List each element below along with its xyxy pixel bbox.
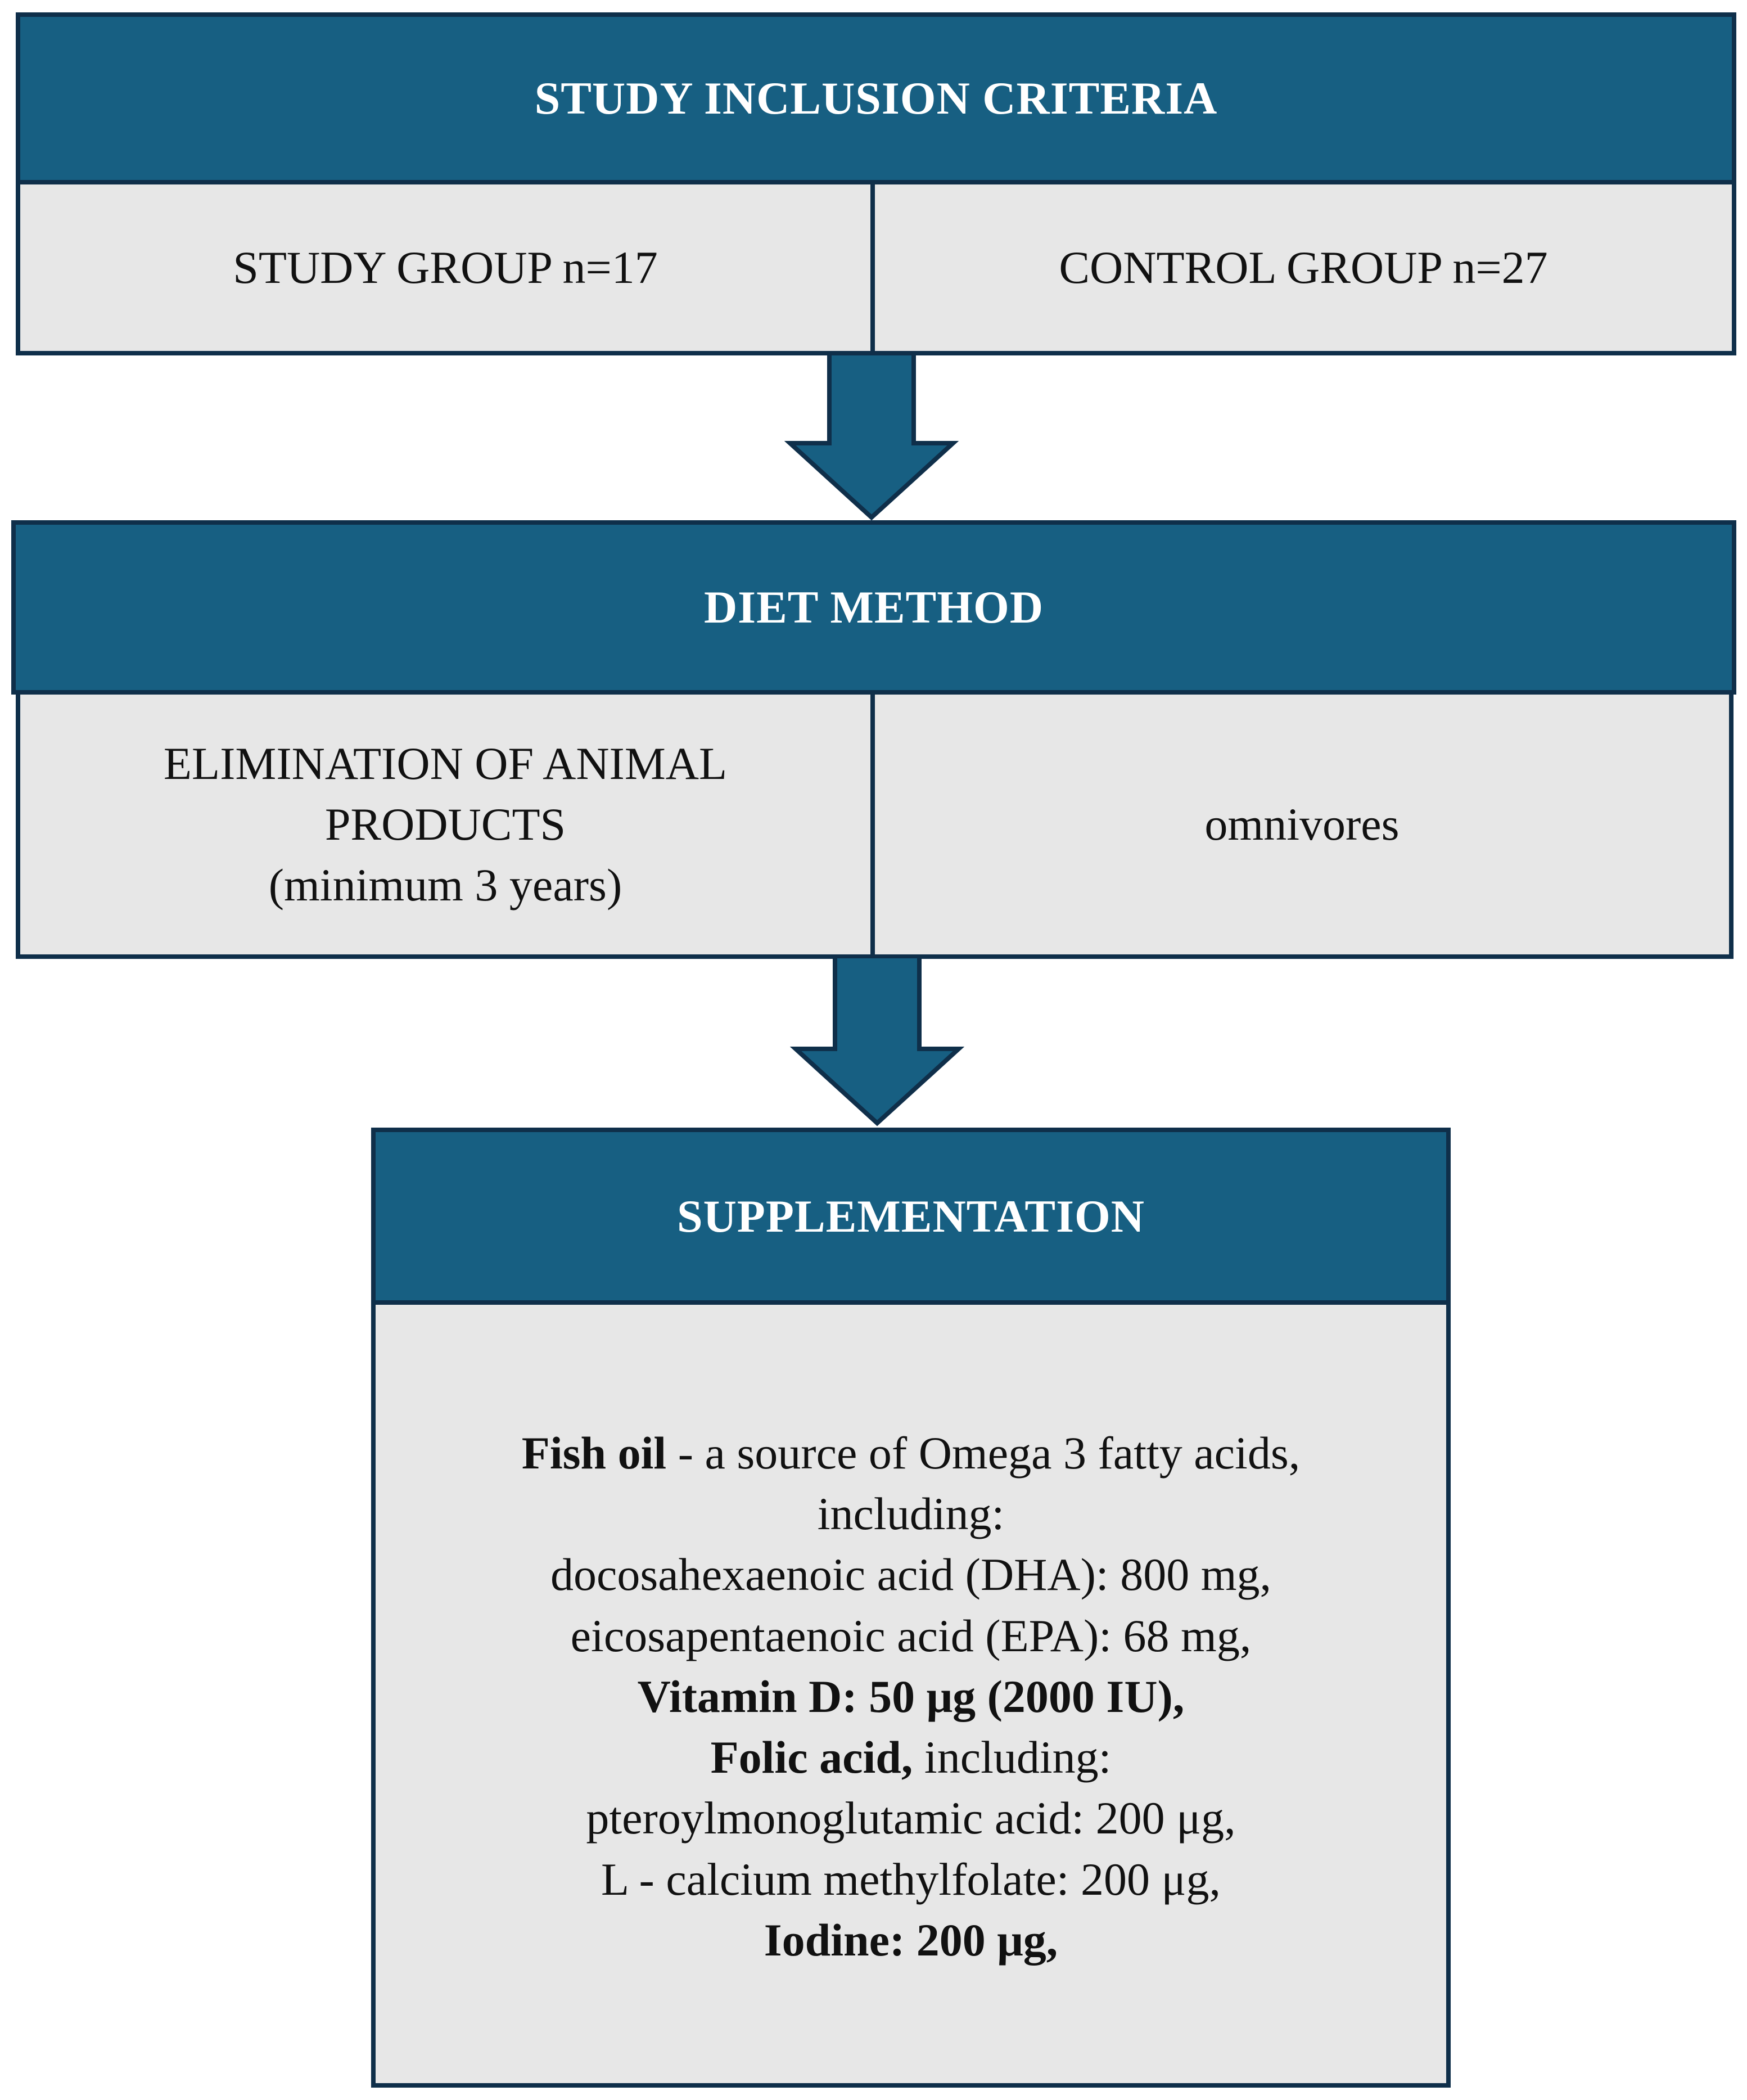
diet-control-label: omnivores [1204, 798, 1400, 850]
study-inclusion-groups [16, 180, 1736, 355]
diet-study-line1: ELIMINATION OF ANIMAL [163, 737, 728, 789]
methylfolate-line: L - calcium methylfolate: 200 μg, [601, 1853, 1221, 1905]
diet-method-title: DIET METHOD [703, 582, 1044, 633]
fish-oil-desc: - a source of Omega 3 fatty acids, [666, 1427, 1301, 1479]
iodine-line: Iodine: 200 μg, [764, 1914, 1058, 1966]
vitamin-d-line: Vitamin D: 50 μg (2000 IU), [637, 1670, 1185, 1722]
supplementation-body [371, 1300, 1451, 2088]
down-arrow-2 [790, 956, 964, 1126]
control-group-label: CONTROL GROUP n=27 [1059, 241, 1548, 293]
groups-divider [870, 180, 875, 355]
folic-acid-line: Folic acid, including: [376, 1727, 1446, 1788]
folic-acid-desc: including: [913, 1732, 1112, 1783]
study-group-label: STUDY GROUP n=17 [233, 241, 658, 293]
folic-acid-label: Folic acid, [710, 1732, 913, 1783]
pteroyl-line: pteroylmonoglutamic acid: 200 μg, [586, 1792, 1236, 1844]
study-inclusion-header: STUDY INCLUSION CRITERIA [16, 12, 1736, 184]
diet-study-line3: (minimum 3 years) [268, 859, 622, 911]
diet-method-header: DIET METHOD [11, 520, 1736, 695]
epa-line: eicosapentaenoic acid (EPA): 68 mg, [570, 1610, 1252, 1661]
study-inclusion-title: STUDY INCLUSION CRITERIA [534, 73, 1218, 124]
diet-study-cell: ELIMINATION OF ANIMAL PRODUCTS (minimum … [20, 695, 870, 954]
diet-study-line2: PRODUCTS [324, 798, 566, 850]
control-group-cell: CONTROL GROUP n=27 [875, 184, 1732, 351]
fish-oil-label: Fish oil [521, 1427, 667, 1479]
dha-line: docosahexaenoic acid (DHA): 800 mg, [550, 1549, 1271, 1601]
supplementation-text: Fish oil - a source of Omega 3 fatty aci… [376, 1423, 1446, 1971]
diet-divider [870, 690, 875, 959]
fish-oil-line: Fish oil - a source of Omega 3 fatty aci… [376, 1423, 1446, 1484]
supplementation-header: SUPPLEMENTATION [371, 1128, 1451, 1305]
diet-control-cell: omnivores [875, 695, 1729, 954]
down-arrow-1 [784, 353, 959, 521]
study-group-cell: STUDY GROUP n=17 [20, 184, 870, 351]
supplementation-title: SUPPLEMENTATION [676, 1190, 1145, 1242]
fish-oil-including: including: [817, 1488, 1005, 1540]
